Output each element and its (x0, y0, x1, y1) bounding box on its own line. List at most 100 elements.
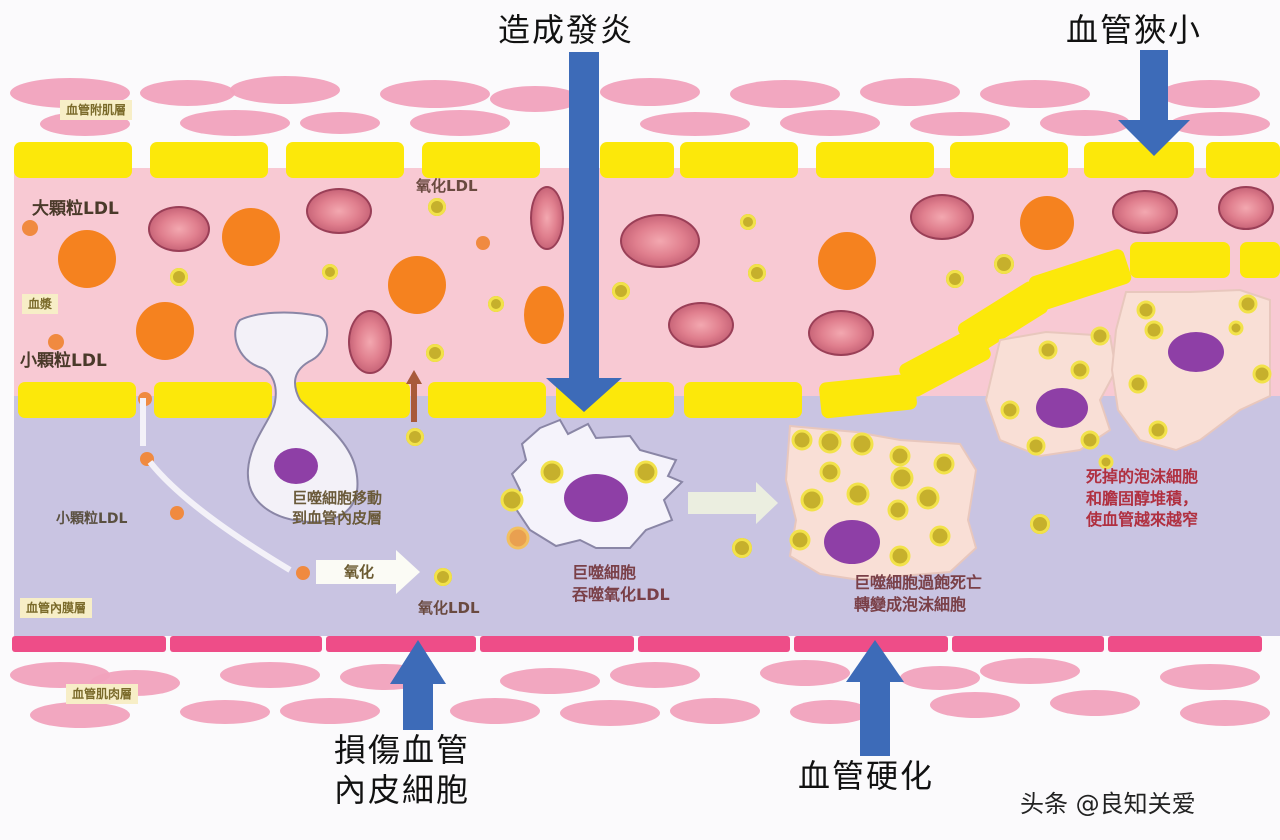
endothelial-cell (422, 142, 540, 178)
muscle-cell (980, 80, 1090, 108)
tag-outer-layer-top: 血管附肌層 (60, 100, 133, 121)
muscle-cell (930, 692, 1020, 718)
oxidized-ldl-particle (322, 264, 338, 280)
label-line: 損傷血管 (334, 731, 471, 769)
large-ldl-particle (58, 230, 116, 288)
endothelial-cell (1130, 242, 1230, 278)
endothelial-cell (600, 142, 674, 178)
endothelial-cell (816, 142, 934, 178)
tag-outer-layer-bottom: 血管肌肉層 (66, 684, 139, 705)
muscle-cell (490, 86, 580, 112)
label-inflammation: 造成發炎 (498, 11, 635, 49)
oxidized-ldl-particle (748, 264, 766, 282)
muscle-cell (1170, 112, 1270, 136)
muscle-cell (670, 698, 760, 724)
label-line: 巨噬細胞 (572, 563, 637, 582)
oxidized-ldl-particle (740, 214, 756, 230)
label-hardening: 血管硬化 (798, 757, 935, 795)
oxidized-ldl-particle (434, 568, 452, 586)
large-ldl-particle (818, 232, 876, 290)
red-blood-cell (620, 214, 700, 268)
tag-intima: 血管內膜層 (20, 598, 93, 619)
label-endothelial-damage: 損傷血管 內皮細胞 (334, 730, 470, 810)
endothelial-cell (14, 142, 132, 178)
arrow-up-hardening-icon (860, 680, 890, 756)
red-blood-cell (148, 206, 210, 252)
oxidized-ldl-particle (488, 296, 504, 312)
red-blood-cell (306, 188, 372, 234)
muscle-cell (560, 700, 660, 726)
membrane-segment (12, 636, 166, 652)
red-blood-cell (1112, 190, 1178, 234)
arrow-down-inflammation-icon (569, 52, 599, 384)
muscle-cell (790, 700, 870, 724)
label-line: 巨噬細胞過飽死亡 (854, 573, 983, 592)
oxidized-ldl-particle (732, 538, 752, 558)
watermark: 头条 @良知关爱 (1020, 790, 1196, 818)
label-macrophage-migrate: 巨噬細胞移動 到血管內皮層 (292, 488, 382, 529)
endothelial-cell (1240, 242, 1280, 278)
large-ldl-particle (222, 208, 280, 266)
muscle-cell (640, 112, 750, 136)
membrane-segment (952, 636, 1104, 652)
endothelial-cell (286, 142, 404, 178)
membrane-segment (794, 636, 948, 652)
arrow-down-narrowing-icon (1140, 50, 1168, 124)
oxidized-ldl-particle (406, 428, 424, 446)
membrane-segment (480, 636, 634, 652)
large-ldl-particle (1020, 196, 1074, 250)
oxidized-ldl-particle (428, 198, 446, 216)
membrane-segment (170, 636, 322, 652)
label-line: 轉變成泡沫細胞 (854, 594, 967, 614)
muscle-cell (730, 80, 840, 108)
label-macrophage-engulf: 巨噬細胞 吞噬氧化LDL (572, 562, 670, 605)
oxidized-ldl-particle (1030, 514, 1050, 534)
large-ldl-particle (524, 286, 564, 344)
oxidized-ldl-particle (170, 268, 188, 286)
muscle-cell (140, 80, 235, 106)
endothelial-cell (1206, 142, 1280, 178)
muscle-cell (300, 112, 380, 134)
muscle-cell (1180, 700, 1270, 726)
muscle-cell (230, 76, 340, 104)
endothelial-cell (154, 382, 272, 418)
endothelial-cell (428, 382, 546, 418)
small-ldl-particle (22, 220, 38, 236)
oxidized-ldl-particle (426, 344, 444, 362)
label-line: 巨噬細胞移動 (292, 489, 383, 507)
label-narrowing: 血管狹小 (1066, 11, 1203, 49)
tag-plasma: 血漿 (22, 294, 59, 315)
red-blood-cell (1218, 186, 1274, 230)
membrane-segment (638, 636, 790, 652)
red-blood-cell (910, 194, 974, 240)
muscle-cell (220, 662, 320, 688)
endothelial-cell (150, 142, 268, 178)
muscle-cell (860, 78, 960, 106)
red-blood-cell (668, 302, 734, 348)
small-ldl-particle (476, 236, 490, 250)
label-oxidized-ldl-bottom: 氧化LDL (418, 599, 480, 617)
label-line: 使血管越來越窄 (1086, 510, 1199, 530)
large-ldl-particle (136, 302, 194, 360)
label-oxidized-ldl-top: 氧化LDL (416, 177, 478, 195)
label-line: 到血管內皮層 (292, 509, 383, 528)
muscle-cell (610, 662, 700, 688)
muscle-cell (280, 698, 380, 724)
red-blood-cell (530, 186, 564, 250)
oxidized-ldl-particle (946, 270, 964, 288)
muscle-cell (760, 660, 850, 686)
muscle-cell (980, 658, 1080, 684)
large-ldl-particle (388, 256, 446, 314)
label-plaque: 死掉的泡沫細胞 和膽固醇堆積， 使血管越來越窄 (1086, 466, 1198, 531)
muscle-cell (410, 110, 510, 136)
muscle-cell (450, 698, 540, 724)
small-ldl-particle (296, 566, 310, 580)
muscle-cell (180, 110, 290, 136)
label-line: 死掉的泡沫細胞 (1086, 467, 1199, 486)
endothelial-cell (18, 382, 136, 418)
